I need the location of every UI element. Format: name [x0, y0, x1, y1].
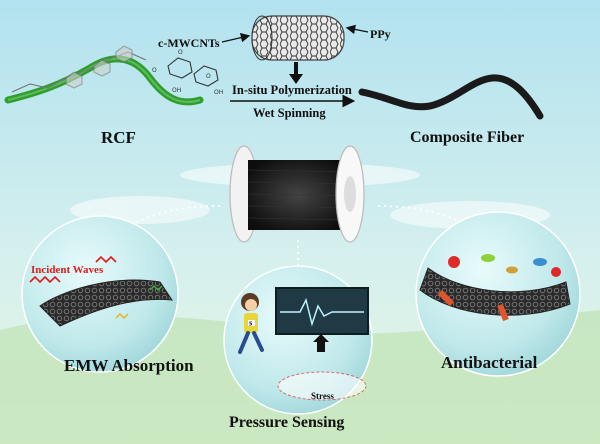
cmwcnts-arrow: [221, 32, 251, 43]
composite-fiber: [358, 74, 544, 120]
antibacterial-mesh: [419, 267, 571, 316]
incident-waves-label: Incident Waves: [31, 264, 104, 276]
svg-text:O: O: [152, 67, 157, 74]
svg-text:OH: OH: [214, 89, 223, 96]
svg-text:O: O: [206, 73, 211, 80]
incident-wave-1: [29, 275, 61, 284]
svg-text:OH: OH: [172, 87, 181, 94]
nanotube-bundle: [251, 15, 345, 61]
bacteria-group: [448, 254, 561, 277]
absorbed-wave: [115, 313, 129, 319]
heartbeat-monitor: [275, 287, 369, 335]
incident-wave-2: [95, 255, 117, 264]
rcf-label: RCF: [101, 128, 136, 147]
down-arrow: [289, 62, 303, 84]
svg-text:O: O: [178, 49, 183, 56]
stress-label: Stress: [311, 391, 334, 401]
cmwcnts-label: c-MWCNTs: [158, 36, 220, 50]
composite-fiber-label: Composite Fiber: [410, 129, 525, 146]
reflected-wave: [149, 285, 163, 291]
antibacterial-label: Antibacterial: [441, 353, 538, 372]
emw-absorption-label: EMW Absorption: [64, 356, 194, 375]
ppy-label: PPy: [370, 27, 391, 41]
runner-figure: 5: [238, 293, 264, 354]
up-arrow: [313, 334, 329, 352]
molecule-atom-labels: O O O OH OH: [152, 49, 223, 96]
wet-spinning-label: Wet Spinning: [253, 106, 326, 120]
dotted-connectors: [129, 205, 471, 268]
cellulose-molecule: [11, 45, 219, 93]
insitu-label: In-situ Polymerization: [232, 83, 352, 97]
emw-mesh: [39, 279, 173, 327]
runner-bib-number: 5: [249, 322, 253, 328]
pressure-sensing-label: Pressure Sensing: [229, 414, 345, 431]
kill-arrow-1: [437, 289, 455, 307]
stress-ellipse: [277, 371, 367, 401]
ppy-arrow: [345, 24, 369, 35]
fiber-spool: [229, 145, 365, 243]
kill-arrow-2: [497, 303, 509, 322]
